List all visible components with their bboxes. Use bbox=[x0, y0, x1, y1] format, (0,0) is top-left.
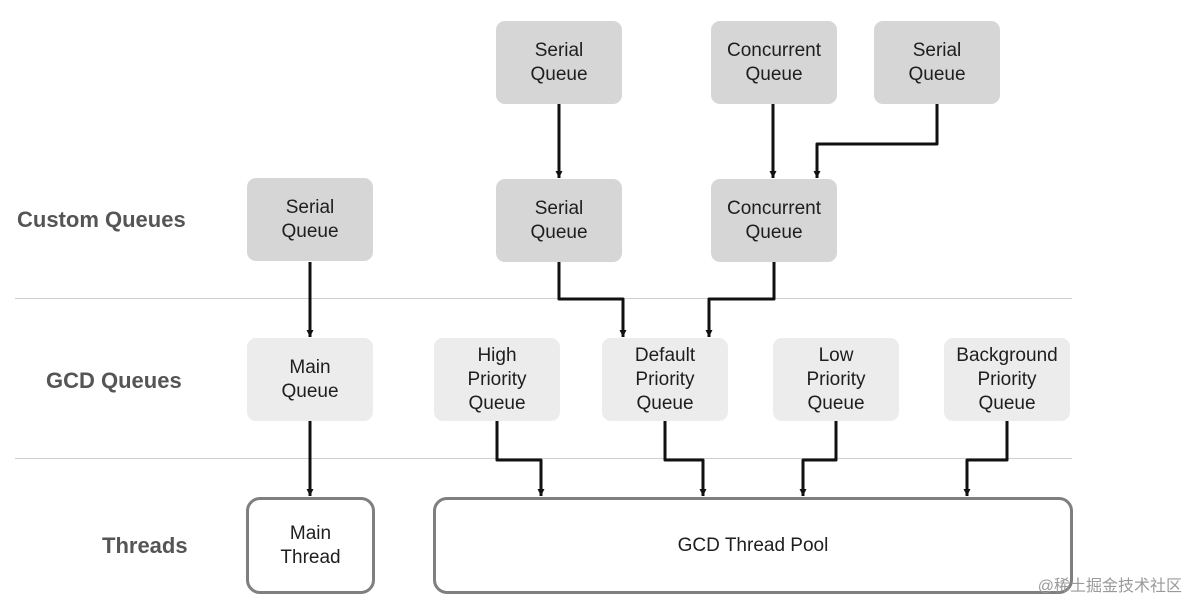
row-label-custom-queues: Custom Queues bbox=[17, 207, 186, 232]
arrow-serial-mid-to-default bbox=[557, 262, 627, 337]
top-serial-queue-1: Serial Queue bbox=[496, 21, 622, 104]
row-label-threads: Threads bbox=[102, 533, 188, 558]
low-priority-queue: Low Priority Queue bbox=[773, 338, 899, 421]
default-priority-queue: Default Priority Queue bbox=[602, 338, 728, 421]
custom-serial-queue-mid: Serial Queue bbox=[496, 179, 622, 262]
row-label-gcd-queues: GCD Queues bbox=[46, 368, 182, 393]
background-priority-queue: Background Priority Queue bbox=[944, 338, 1070, 421]
top-serial-queue-2: Serial Queue bbox=[874, 21, 1000, 104]
row-separator-top bbox=[15, 298, 1072, 299]
arrow-top-serial2-to-concurrent bbox=[813, 104, 939, 178]
row-separator-bottom bbox=[15, 458, 1072, 459]
watermark: @稀土掘金技术社区 bbox=[1037, 578, 1182, 595]
custom-serial-queue-left: Serial Queue bbox=[247, 178, 373, 261]
arrow-concurrent-to-default bbox=[705, 262, 776, 337]
high-priority-queue: High Priority Queue bbox=[434, 338, 560, 421]
main-thread: Main Thread bbox=[246, 497, 375, 594]
main-queue: Main Queue bbox=[247, 338, 373, 421]
arrow-default-to-pool bbox=[663, 421, 707, 496]
top-concurrent-queue: Concurrent Queue bbox=[711, 21, 837, 104]
arrow-high-to-pool bbox=[495, 421, 545, 496]
custom-concurrent-queue: Concurrent Queue bbox=[711, 179, 837, 262]
arrow-low-to-pool bbox=[799, 421, 838, 496]
gcd-thread-pool: GCD Thread Pool bbox=[433, 497, 1073, 594]
arrow-background-to-pool bbox=[963, 421, 1009, 496]
